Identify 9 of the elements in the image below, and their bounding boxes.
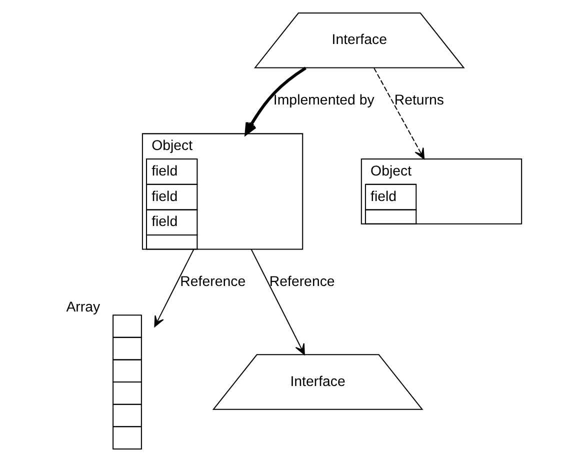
edge-label: Implemented by — [273, 92, 374, 108]
node-label: Array — [66, 298, 100, 315]
edge-label: Reference — [269, 273, 335, 290]
arrow — [374, 67, 425, 159]
arrow — [154, 248, 194, 327]
edge-label: Returns — [394, 92, 444, 108]
arrow — [244, 66, 306, 135]
edge-label: Reference — [180, 273, 246, 290]
arrow — [250, 248, 305, 354]
